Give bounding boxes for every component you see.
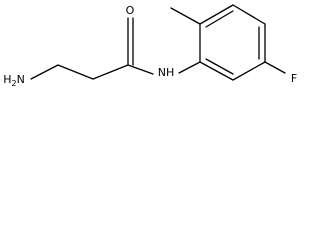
bond-c3-nh: [127, 64, 154, 75]
bond-nh-ring: [178, 61, 201, 74]
amide-nitrogen-label: NH: [158, 66, 175, 79]
bond-c1-c2: [57, 64, 94, 80]
ring-inner-bond-1: [205, 10, 234, 28]
ring-bond-6: [199, 61, 234, 81]
ring-bond-2: [199, 4, 234, 25]
bond-ring-fluorine: [264, 61, 286, 74]
carbonyl-oxygen-label: O: [126, 4, 135, 17]
amine-subscript: 2: [11, 79, 16, 88]
chemical-structure-diagram: H2N O NH F: [3, 4, 297, 88]
bond-ring-methyl: [170, 7, 201, 25]
ring-bond-3: [232, 4, 266, 25]
ring-bond-5: [232, 61, 266, 81]
amine-hydrogen: H: [3, 73, 11, 86]
amine-nitrogen: N: [17, 73, 25, 86]
fluorine-label: F: [291, 72, 297, 85]
amine-label: H2N: [3, 73, 25, 88]
bond-c2-c3: [92, 64, 129, 80]
bond-n-c1: [30, 64, 59, 80]
ring-inner-bond-3: [205, 58, 234, 75]
